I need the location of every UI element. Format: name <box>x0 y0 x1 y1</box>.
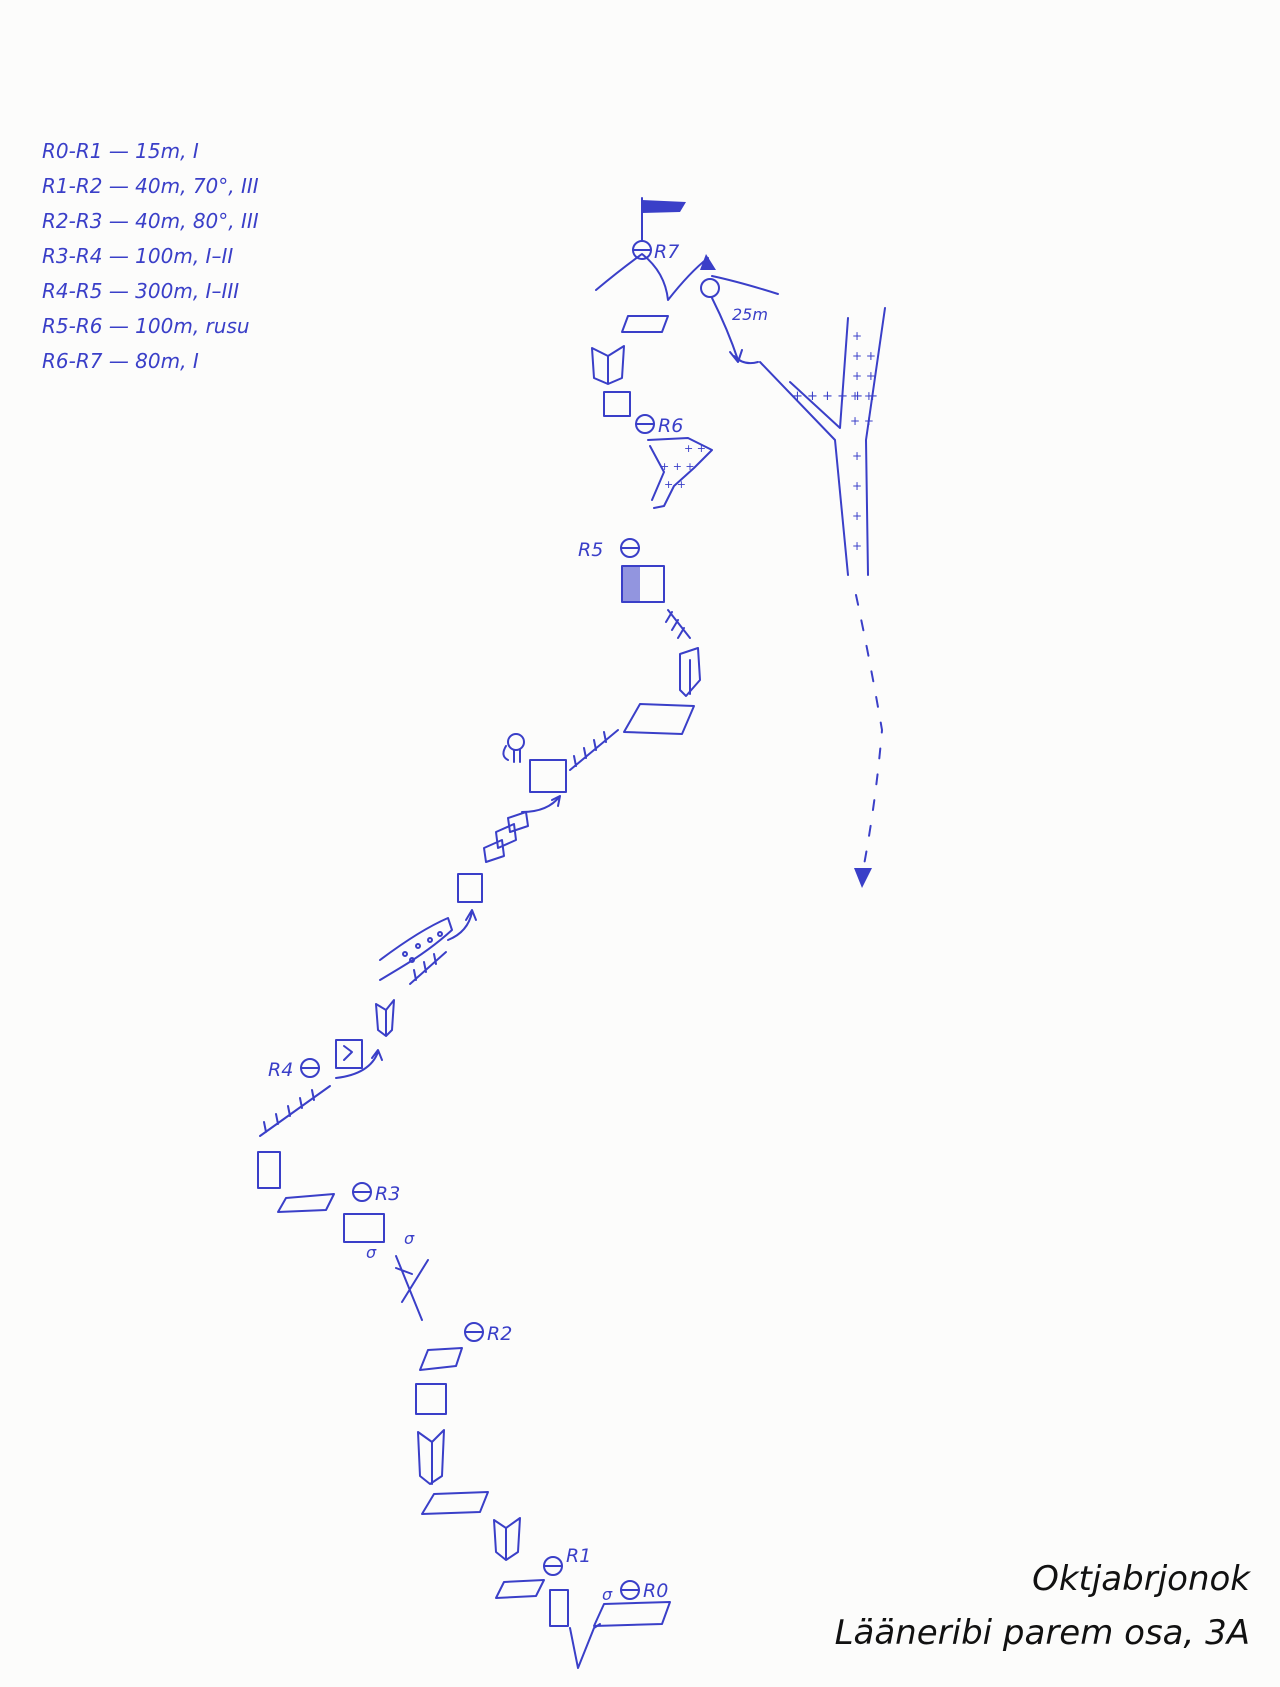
slab-feature-7 <box>593 1601 671 1627</box>
svg-text:+: + <box>852 449 862 463</box>
belay-r3-icon <box>352 1182 372 1202</box>
slab-feature-2 <box>623 703 695 735</box>
block-feature-2 <box>529 759 567 793</box>
ridge-hatched-1 <box>665 609 691 639</box>
belay-r0-icon <box>620 1580 640 1600</box>
wall-block-feature <box>621 565 665 603</box>
summit-flag-icon <box>641 197 686 241</box>
piton-mark-1: σ <box>366 1243 377 1262</box>
legend-line-6: R5-R6 — 100m, rusu <box>42 314 250 338</box>
slab-feature-3 <box>277 1193 335 1213</box>
belay-r1-label: R1 <box>566 1545 591 1567</box>
rappel-arrowhead-icon <box>729 349 743 363</box>
route-arrow-2 <box>447 909 477 941</box>
slab-feature-5 <box>421 1491 489 1515</box>
svg-text:+ +: + + <box>664 478 686 491</box>
block-feature <box>603 391 631 417</box>
block-feature-3 <box>457 873 483 903</box>
slab-feature-4 <box>419 1347 463 1371</box>
descent-dashed-path <box>855 594 883 866</box>
ridge-hatched-3 <box>259 1085 331 1137</box>
piton-mark-3: σ <box>602 1585 613 1604</box>
svg-text:+: + <box>852 509 862 523</box>
belay-r4-icon <box>300 1058 320 1078</box>
block-feature-5 <box>343 1213 385 1243</box>
legend-line-4: R3-R4 — 100m, I–II <box>42 244 233 268</box>
descent-arrow-icon <box>854 868 872 888</box>
belay-r6-icon <box>635 414 655 434</box>
svg-text:+ +: + + <box>850 389 874 403</box>
belay-r7-icon <box>632 240 652 260</box>
route-arrow-3 <box>335 1049 383 1079</box>
peak-triangle-icon <box>700 254 716 270</box>
piton-mark-2: σ <box>404 1229 415 1248</box>
route-name: Oktjabrjonok <box>1032 1559 1251 1599</box>
tree-icon <box>502 733 525 763</box>
belay-r5-icon <box>620 538 640 558</box>
legend-line-5: R4-R5 — 300m, I–III <box>42 279 239 303</box>
legend-line-1: R0-R1 — 15m, I <box>42 139 199 163</box>
slab-feature-6 <box>495 1579 545 1599</box>
svg-text:+ + + + + +: + + + + + + <box>792 389 878 404</box>
legend-line-2: R1-R2 — 40m, 70°, III <box>42 174 259 198</box>
belay-r0-label: R0 <box>643 1580 668 1602</box>
belay-r2-icon <box>464 1322 484 1342</box>
svg-text:+: + <box>852 539 862 553</box>
belay-r3-label: R3 <box>375 1183 400 1205</box>
belay-r2-label: R2 <box>487 1323 512 1345</box>
legend-line-3: R2-R3 — 40m, 80°, III <box>42 209 259 233</box>
slab-feature <box>621 315 669 333</box>
route-subtitle: Lääneribi parem osa, 3A <box>835 1613 1250 1653</box>
dihedral-feature-5 <box>493 1517 521 1561</box>
route-arrow-1 <box>521 795 561 813</box>
rappel-anchor-icon <box>700 278 720 298</box>
rappel-landing-mark <box>733 355 759 365</box>
scree-band-feature <box>379 917 453 985</box>
belay-r6-label: R6 <box>658 415 683 437</box>
block-feature-7 <box>549 1589 569 1627</box>
ridge-hatched-2 <box>569 729 619 771</box>
svg-text:+ +: + + <box>850 414 874 428</box>
dihedral-feature <box>591 345 625 385</box>
rappel-length-label: 25m <box>732 305 768 324</box>
svg-text:+ +: + + <box>684 442 706 455</box>
svg-text:+ +: + + <box>852 349 876 363</box>
belay-r1-icon <box>543 1556 563 1576</box>
steps-feature <box>483 811 529 863</box>
dihedral-feature-2 <box>679 647 701 697</box>
dihedral-feature-4 <box>417 1429 445 1485</box>
svg-text:+ + +: + + + <box>660 460 695 473</box>
block-feature-4 <box>257 1151 281 1189</box>
belay-r7-label: R7 <box>654 241 679 263</box>
approach-line <box>569 1623 601 1669</box>
belay-r5-label: R5 <box>578 539 603 561</box>
svg-text:+: + <box>852 329 862 343</box>
rappel-line <box>711 297 739 361</box>
legend-line-7: R6-R7 — 80m, I <box>42 349 199 373</box>
gully-snow-feature: + + + + + + + <box>647 437 713 509</box>
chimney-block-feature <box>335 1039 363 1069</box>
summit-ridge <box>595 253 779 301</box>
svg-text:+: + <box>852 479 862 493</box>
pitch-legend: R0-R1 — 15m, I R1-R2 — 40m, 70°, III R2-… <box>42 139 259 373</box>
belay-r4-label: R4 <box>268 1059 293 1081</box>
svg-text:+ +: + + <box>852 369 876 383</box>
descent-gully: + + + + + + + + + + + + + + + + + + + <box>759 307 886 576</box>
block-feature-6 <box>415 1383 447 1415</box>
dihedral-feature-3 <box>375 999 395 1037</box>
crux-crack-feature <box>395 1255 429 1321</box>
